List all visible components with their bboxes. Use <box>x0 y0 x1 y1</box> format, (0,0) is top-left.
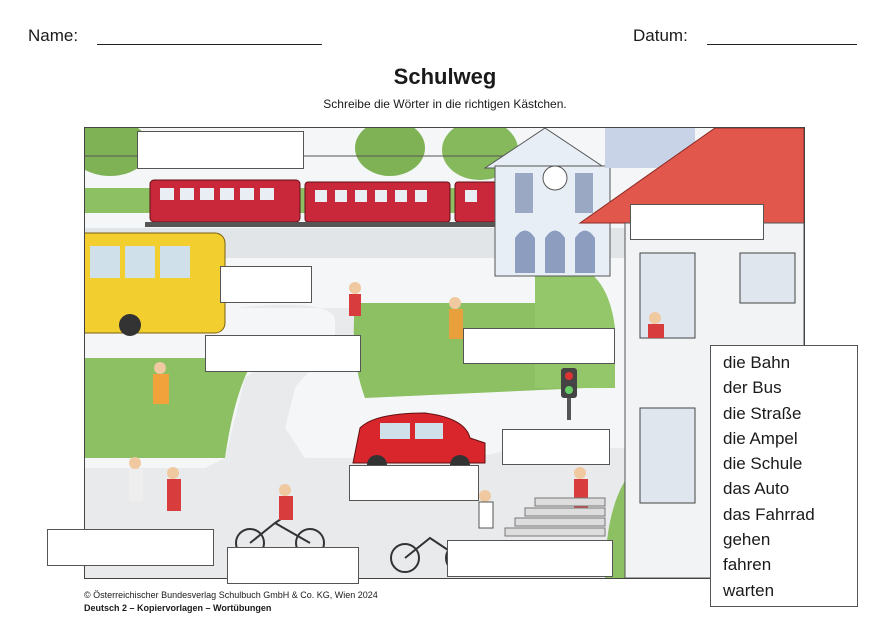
word-item: das Auto <box>723 479 790 499</box>
answer-box-5[interactable] <box>463 328 615 364</box>
word-item: fahren <box>723 555 772 575</box>
people <box>129 282 664 529</box>
name-line[interactable] <box>97 44 322 45</box>
instruction-text: Schreibe die Wörter in die richtigen Käs… <box>323 97 567 111</box>
answer-box-9[interactable] <box>227 547 359 584</box>
answer-box-1[interactable] <box>137 131 304 169</box>
word-item: die Schule <box>723 454 803 474</box>
word-item: das Fahrrad <box>723 504 815 524</box>
word-list-box: die Bahn der Bus die Straße die Ampel di… <box>710 345 858 607</box>
word-item: gehen <box>723 530 771 550</box>
answer-box-2[interactable] <box>630 204 764 240</box>
answer-box-7[interactable] <box>349 465 479 501</box>
car <box>352 412 486 475</box>
traffic-light <box>561 368 577 420</box>
date-label: Datum: <box>633 26 688 45</box>
answer-box-3[interactable] <box>220 266 312 303</box>
answer-box-8[interactable] <box>47 529 214 566</box>
word-item: die Straße <box>723 403 802 423</box>
street-scene-illustration <box>84 127 805 579</box>
answer-box-10[interactable] <box>447 540 613 577</box>
word-item: die Bahn <box>723 353 791 372</box>
scene-drawing <box>85 128 804 578</box>
date-line[interactable] <box>707 44 857 45</box>
bus <box>85 232 226 336</box>
word-item: warten <box>723 580 775 600</box>
train <box>145 179 505 227</box>
page-title: Schulweg <box>393 64 497 89</box>
answer-box-6[interactable] <box>502 429 610 465</box>
stairs <box>504 497 606 537</box>
series-text: Deutsch 2 – Kopiervorlagen – Wortübungen <box>84 603 272 613</box>
word-item: der Bus <box>723 378 782 398</box>
answer-box-4[interactable] <box>205 335 361 372</box>
word-item: die Ampel <box>723 428 798 448</box>
name-label: Name: <box>28 26 79 45</box>
copyright-text: © Österreichischer Bundesverlag Schulbuc… <box>84 590 378 600</box>
